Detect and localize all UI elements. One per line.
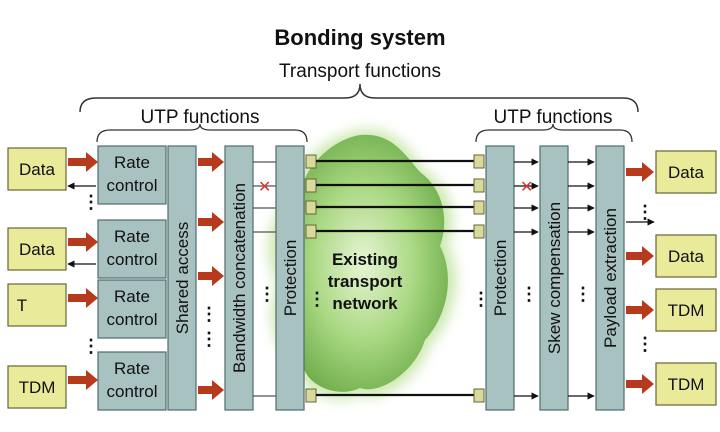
skew-ellipsis: ⋮ (520, 284, 538, 304)
network-links (316, 159, 474, 397)
shared-access-label: Shared access (173, 222, 192, 334)
protection-to-skew-arrows (514, 158, 539, 400)
input-box-3: T (7, 283, 67, 327)
rate-control-4: Rate control (97, 351, 167, 411)
bandwidth-concatenation-block (224, 145, 254, 411)
utp-functions-right-brace (475, 123, 633, 143)
output-label-4: TDM (668, 375, 705, 394)
skew-to-payload-arrows (568, 158, 595, 400)
utp-functions-left-brace (96, 123, 308, 143)
input-ellipsis-1: ⋮ (82, 192, 100, 212)
output-ellipsis-2: ⋮ (636, 334, 654, 354)
input-box-4: TDM (7, 365, 67, 409)
shared-ellipsis-1: ⋮ (200, 304, 218, 324)
output-box-1: Data (655, 150, 717, 194)
svg-text:control: control (106, 310, 157, 329)
output-label-1: Data (668, 163, 704, 182)
output-label-3: TDM (668, 301, 705, 320)
transport-network-cloud (268, 129, 457, 401)
input-box-2: Data (7, 227, 67, 271)
concat-red-arrows (198, 152, 224, 400)
input-red-arrows (68, 152, 98, 390)
payload-ellipsis: ⋮ (574, 284, 592, 304)
input-ellipsis-2: ⋮ (82, 336, 100, 356)
output-red-arrows (626, 162, 654, 394)
diagram-title: Bonding system (274, 25, 445, 50)
failed-link-right-icon: ✕ (520, 179, 533, 196)
protection-right-block (485, 145, 515, 411)
svg-text:Rate: Rate (114, 153, 150, 172)
left-ports-ellipsis: ⋮ (308, 289, 326, 309)
svg-text:control: control (106, 382, 157, 401)
input-label-2: Data (19, 240, 55, 259)
svg-text:control: control (106, 250, 157, 269)
payload-extraction-label: Payload extraction (601, 208, 620, 348)
shared-ellipsis-2: ⋮ (200, 329, 218, 349)
svg-text:control: control (106, 176, 157, 195)
input-label-1: Data (19, 160, 55, 179)
protection-right-label: Protection (491, 240, 510, 317)
utp-functions-right-label: UTP functions (494, 107, 613, 128)
utp-functions-left-label: UTP functions (141, 107, 260, 128)
diagram-subtitle: Transport functions (279, 61, 441, 82)
input-box-1: Data (7, 147, 67, 191)
output-label-2: Data (668, 247, 704, 266)
skew-compensation-block (539, 145, 569, 411)
output-box-2: Data (655, 234, 717, 278)
output-ellipsis-1: ⋮ (636, 202, 654, 222)
bandwidth-concatenation-label: Bandwidth concatenation (230, 183, 249, 373)
output-box-3: TDM (655, 288, 717, 332)
transport-functions-brace (79, 83, 639, 113)
right-ports (473, 154, 485, 403)
protection-left-block (275, 145, 305, 411)
protection-left-label: Protection (281, 240, 300, 317)
cloud-label-line3: network (332, 294, 398, 313)
rate-control-1: Rate control (97, 145, 167, 205)
input-label-4: TDM (19, 378, 56, 397)
shared-access-block (167, 145, 197, 411)
svg-text:Rate: Rate (114, 227, 150, 246)
skew-compensation-label: Skew compensation (545, 202, 564, 354)
svg-text:Rate: Rate (114, 287, 150, 306)
input-label-3: T (17, 296, 27, 315)
concat-to-protection-lines (253, 161, 276, 397)
payload-extraction-block (595, 145, 625, 411)
rate-control-3: Rate control (97, 279, 167, 339)
rate-control-2: Rate control (97, 219, 167, 279)
failed-link-left-icon: ✕ (258, 179, 271, 196)
cloud-label-line1: Existing (332, 250, 398, 269)
concat-ellipsis: ⋮ (258, 284, 276, 304)
output-box-4: TDM (655, 362, 717, 406)
svg-text:Rate: Rate (114, 359, 150, 378)
cloud-label-line2: transport (328, 272, 403, 291)
